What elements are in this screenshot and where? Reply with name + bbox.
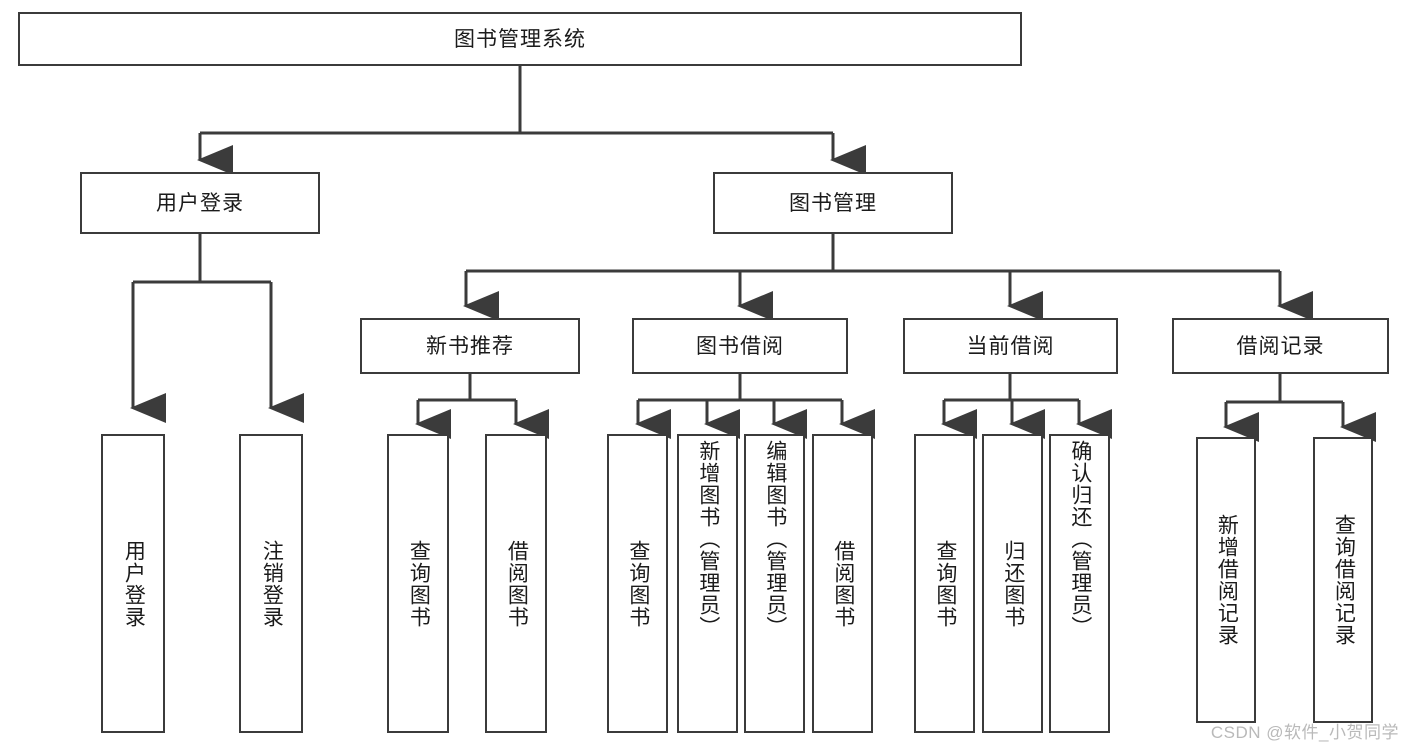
leaf-current-borrow-query[interactable]: 查询图书 <box>914 434 975 733</box>
leaf-current-borrow-confirm[interactable]: 确认归还（管理员） <box>1049 434 1110 733</box>
leaf-book-borrow-edit-label: 编辑图书（管理员） <box>763 440 787 638</box>
node-borrow-record-label: 借阅记录 <box>1236 334 1325 358</box>
leaf-book-borrow-add-label: 新增图书（管理员） <box>696 440 720 638</box>
leaf-user-login-logout[interactable]: 注销登录 <box>239 434 303 733</box>
leaf-current-borrow-confirm-label: 确认归还（管理员） <box>1068 440 1092 638</box>
leaf-new-book-borrow-label: 借阅图书 <box>505 539 529 628</box>
leaf-book-borrow-borrow[interactable]: 借阅图书 <box>812 434 873 733</box>
leaf-borrow-record-add-label: 新增借阅记录 <box>1215 514 1239 646</box>
node-book-management-label: 图书管理 <box>789 191 877 215</box>
leaf-book-borrow-add[interactable]: 新增图书（管理员） <box>677 434 738 733</box>
leaf-book-borrow-query[interactable]: 查询图书 <box>607 434 668 733</box>
leaf-book-borrow-query-label: 查询图书 <box>626 539 650 628</box>
leaf-new-book-borrow[interactable]: 借阅图书 <box>485 434 547 733</box>
node-user-login-label: 用户登录 <box>156 191 244 215</box>
leaf-new-book-query[interactable]: 查询图书 <box>387 434 449 733</box>
node-book-management[interactable]: 图书管理 <box>713 172 953 234</box>
leaf-current-borrow-return[interactable]: 归还图书 <box>982 434 1043 733</box>
leaf-current-borrow-return-label: 归还图书 <box>1001 539 1025 628</box>
node-new-book-recommend[interactable]: 新书推荐 <box>360 318 580 374</box>
node-borrow-record[interactable]: 借阅记录 <box>1172 318 1389 374</box>
leaf-book-borrow-borrow-label: 借阅图书 <box>831 539 855 628</box>
node-current-borrow[interactable]: 当前借阅 <box>903 318 1118 374</box>
leaf-current-borrow-query-label: 查询图书 <box>933 539 957 628</box>
node-book-borrow-label: 图书借阅 <box>696 334 784 358</box>
leaf-borrow-record-query[interactable]: 查询借阅记录 <box>1313 437 1373 723</box>
leaf-user-login-login[interactable]: 用户登录 <box>101 434 165 733</box>
leaf-user-login-logout-label: 注销登录 <box>260 539 284 628</box>
leaf-borrow-record-query-label: 查询借阅记录 <box>1332 514 1356 646</box>
node-current-borrow-label: 当前借阅 <box>966 334 1055 358</box>
leaf-borrow-record-add[interactable]: 新增借阅记录 <box>1196 437 1256 723</box>
leaf-new-book-query-label: 查询图书 <box>407 539 431 628</box>
node-new-book-recommend-label: 新书推荐 <box>426 334 514 358</box>
node-root-label: 图书管理系统 <box>454 27 586 51</box>
leaf-book-borrow-edit[interactable]: 编辑图书（管理员） <box>744 434 805 733</box>
leaf-user-login-login-label: 用户登录 <box>122 539 146 628</box>
node-user-login[interactable]: 用户登录 <box>80 172 320 234</box>
node-root[interactable]: 图书管理系统 <box>18 12 1022 66</box>
node-book-borrow[interactable]: 图书借阅 <box>632 318 848 374</box>
